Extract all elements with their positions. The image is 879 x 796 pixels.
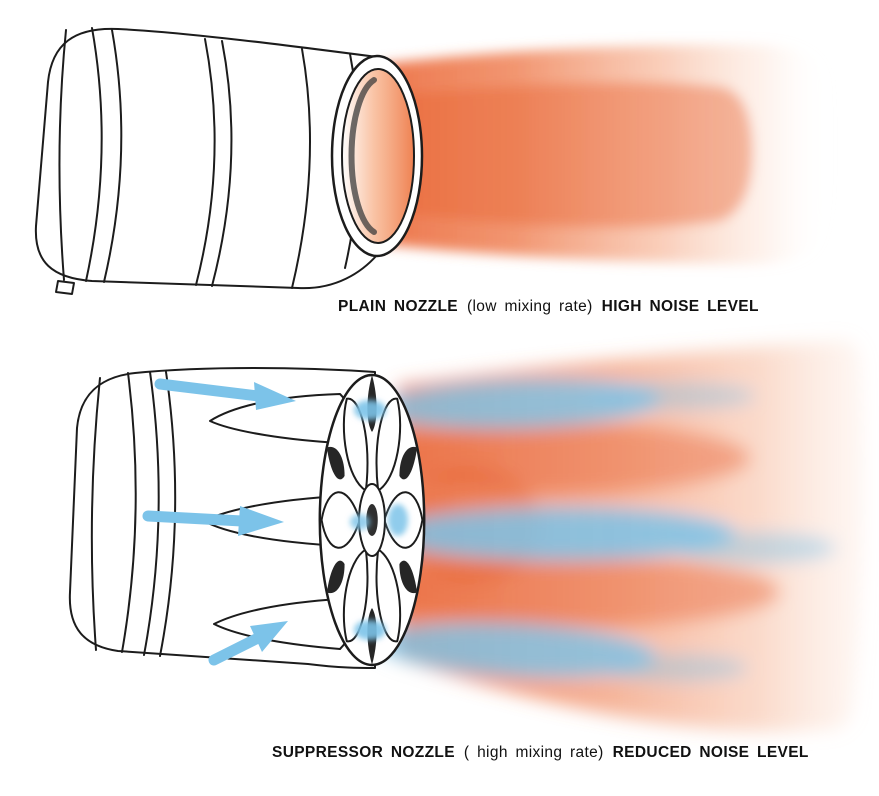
crown-hub-opening	[366, 504, 378, 536]
plain-nozzle-engine	[34, 27, 424, 295]
plain-nozzle-figure	[34, 27, 833, 295]
engine-body	[34, 27, 378, 290]
engine-endcap-line	[58, 29, 67, 281]
mixing-air-glow-in-lobes	[350, 400, 408, 640]
plain-nozzle-caption-name: PLAIN NOZZLE	[338, 298, 458, 315]
plain-nozzle-caption-qualifier: (low mixing rate)	[467, 298, 593, 315]
engine-ring-line	[211, 40, 233, 287]
suppressor-nozzle-caption: SUPPRESSOR NOZZLE ( high mixing rate) RE…	[272, 744, 809, 762]
suppressor-nozzle-figure	[68, 340, 865, 732]
engine-mount-tab	[55, 280, 75, 295]
plume-hot-bands	[370, 424, 780, 626]
suppressor-nozzle-caption-qualifier: ( high mixing rate)	[463, 744, 604, 761]
engine-ring-line	[291, 48, 311, 289]
plain-nozzle-caption: PLAIN NOZZLE (low mixing rate) HIGH NOIS…	[338, 298, 759, 316]
mixing-air-arrow-top-shaft	[154, 378, 264, 402]
plain-nozzle-caption-result: HIGH NOISE LEVEL	[601, 298, 759, 315]
suppressor-exhaust-plume	[370, 340, 865, 732]
mixing-air-arrow-bottom-head	[250, 621, 288, 652]
mixing-air-arrows	[142, 378, 296, 666]
nozzle-inner-shading	[348, 77, 377, 235]
mixing-air-arrow-middle-shaft	[142, 510, 248, 527]
mixing-air-arrow-bottom-shaft	[208, 633, 262, 666]
plume-core	[390, 82, 753, 227]
engine-ring-line	[85, 27, 103, 282]
engine-ring-line	[103, 29, 123, 283]
suppressor-nozzle-caption-result: REDUCED NOISE LEVEL	[612, 744, 809, 761]
mixing-air-arrow-middle-head	[238, 506, 284, 536]
engine-endcap-line	[90, 377, 101, 651]
engine-ring-line	[121, 372, 137, 653]
plain-exhaust-plume	[382, 44, 833, 265]
nozzle-exit-inner-rim	[341, 68, 415, 244]
mixing-air-streaks	[376, 379, 836, 682]
mixing-air-arrow-top-head	[254, 382, 296, 410]
suppressor-nozzle-caption-name: SUPPRESSOR NOZZLE	[272, 744, 455, 761]
engine-ring-line	[195, 38, 216, 286]
